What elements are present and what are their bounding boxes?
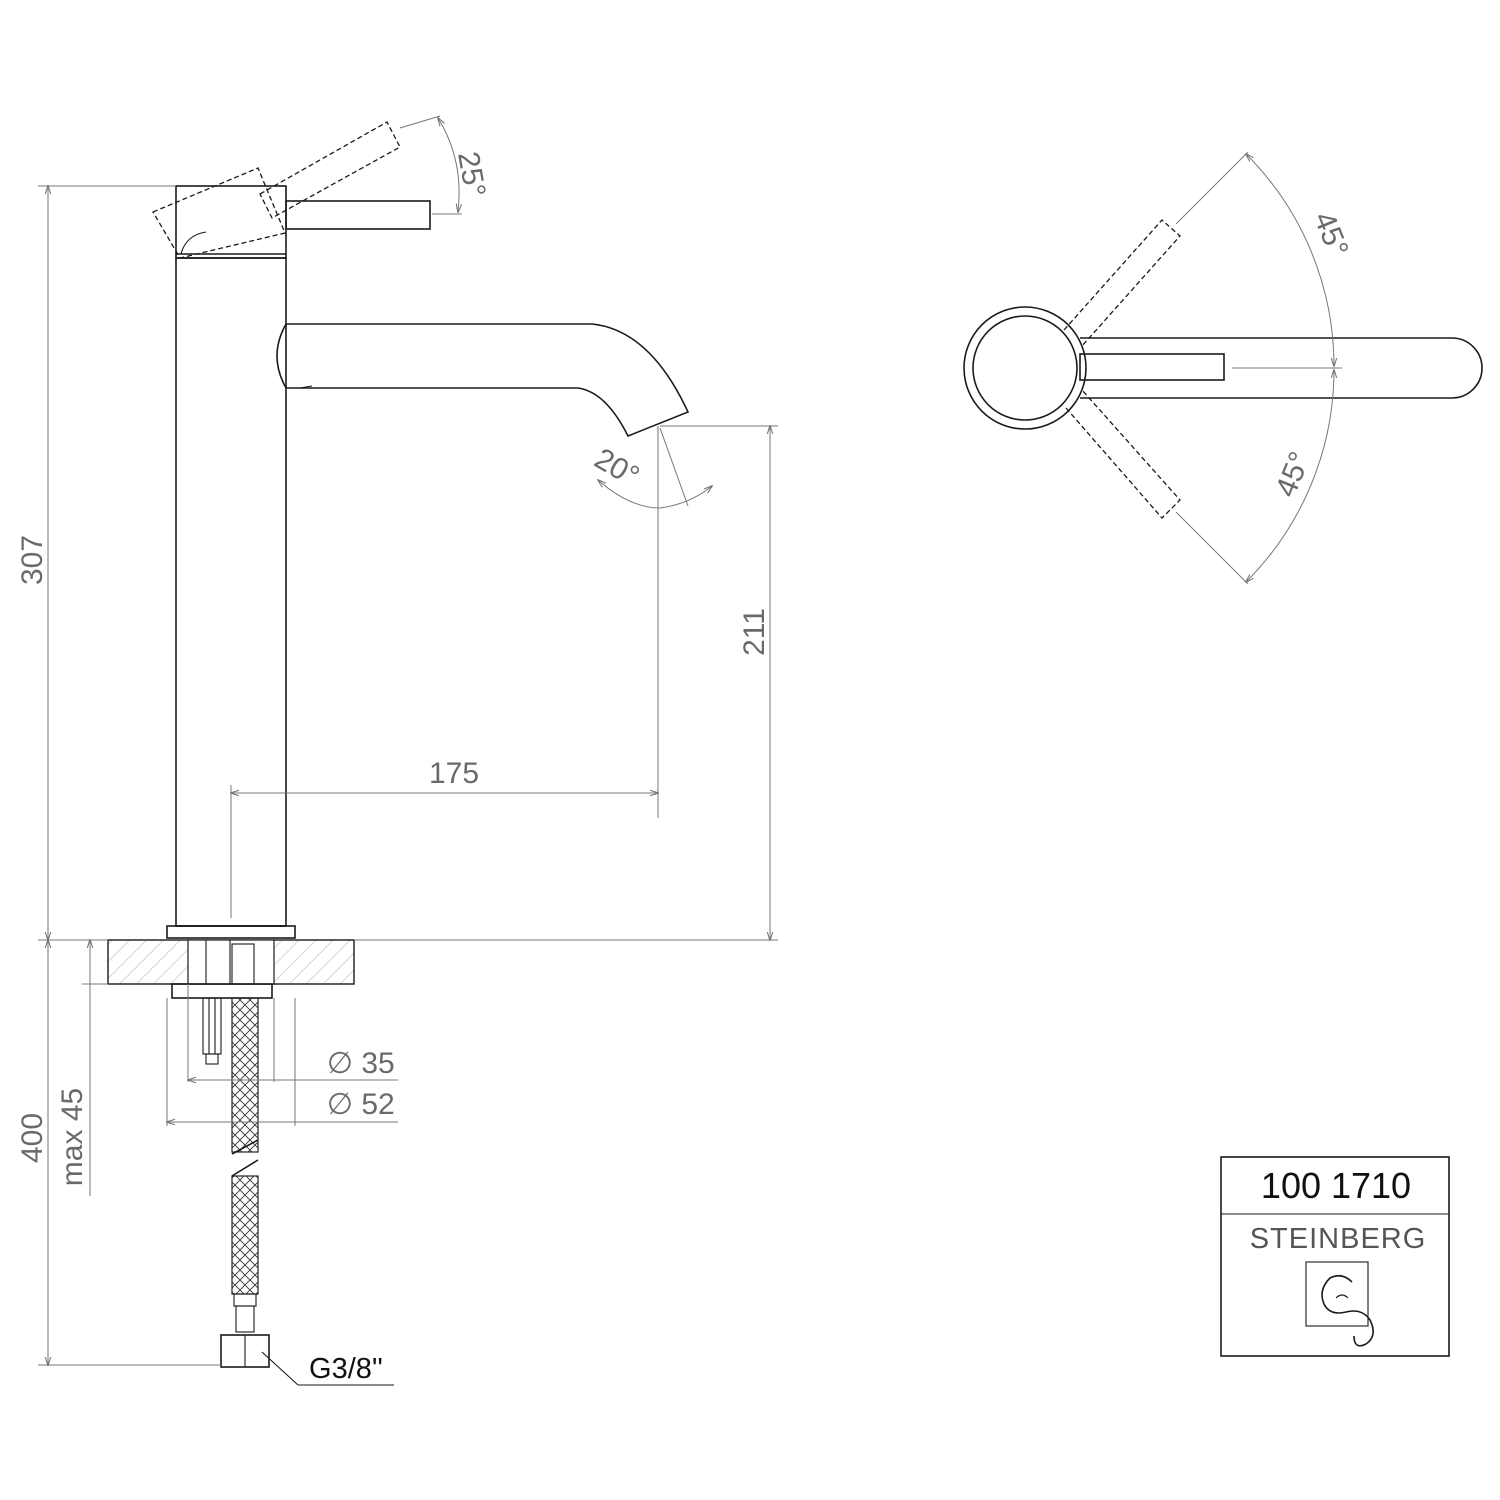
brand-logo — [1305, 1261, 1374, 1347]
dim-spout-angle: 20° — [589, 427, 712, 509]
title-block: 100 1710 STEINBERG — [1220, 1156, 1450, 1357]
dim-total-height-label: 307 — [16, 535, 49, 585]
dim-angle-upper-label: 45° — [1307, 207, 1355, 261]
dim-diameter-inner-label: 35 — [361, 1047, 394, 1080]
dim-handle-angle-label: 25° — [451, 149, 491, 199]
dim-max-deck-label: max 45 — [56, 1088, 89, 1186]
countertop-section — [107, 939, 355, 999]
dim-diameter-outer-label: 52 — [361, 1088, 394, 1121]
flex-hose — [220, 997, 270, 1368]
handle-housing — [175, 185, 431, 259]
dim-diameter-symbol-inner: ∅ — [327, 1047, 353, 1080]
top-view: 45° 45° — [963, 151, 1483, 585]
dim-diameter-symbol-outer: ∅ — [327, 1088, 353, 1121]
dim-angle-lower-label: 45° — [1269, 447, 1317, 501]
handle-lifted-outline — [152, 121, 401, 259]
dim-spout-reach-label: 175 — [429, 757, 479, 790]
dim-spout-reach: 175 — [231, 426, 658, 918]
side-view: 307 400 max 45 211 175 — [16, 115, 778, 1386]
top-view-body — [963, 306, 1483, 430]
article-number: 100 1710 — [1261, 1165, 1411, 1206]
mounting-rod — [202, 997, 222, 1065]
dim-hose-length: 400 — [16, 940, 221, 1365]
dim-hose-length-label: 400 — [16, 1113, 49, 1163]
top-view-handle-positions — [1063, 219, 1181, 519]
dim-max-deck: max 45 — [56, 940, 108, 1196]
spout — [276, 323, 690, 438]
dim-spout-height: 211 — [354, 426, 778, 940]
dim-total-height: 307 — [16, 186, 176, 940]
connection-label: G3/8'' — [309, 1353, 383, 1385]
dim-handle-angle: 25° — [399, 115, 492, 215]
brand-name: STEINBERG — [1250, 1223, 1427, 1255]
dim-diameters: ∅ 35 ∅ 52 — [167, 984, 398, 1126]
dim-spout-angle-label: 20° — [589, 442, 645, 493]
dim-rotation-angles: 45° 45° — [1175, 151, 1355, 585]
dim-spout-height-label: 211 — [738, 608, 771, 656]
connection-callout: G3/8'' — [261, 1351, 394, 1386]
